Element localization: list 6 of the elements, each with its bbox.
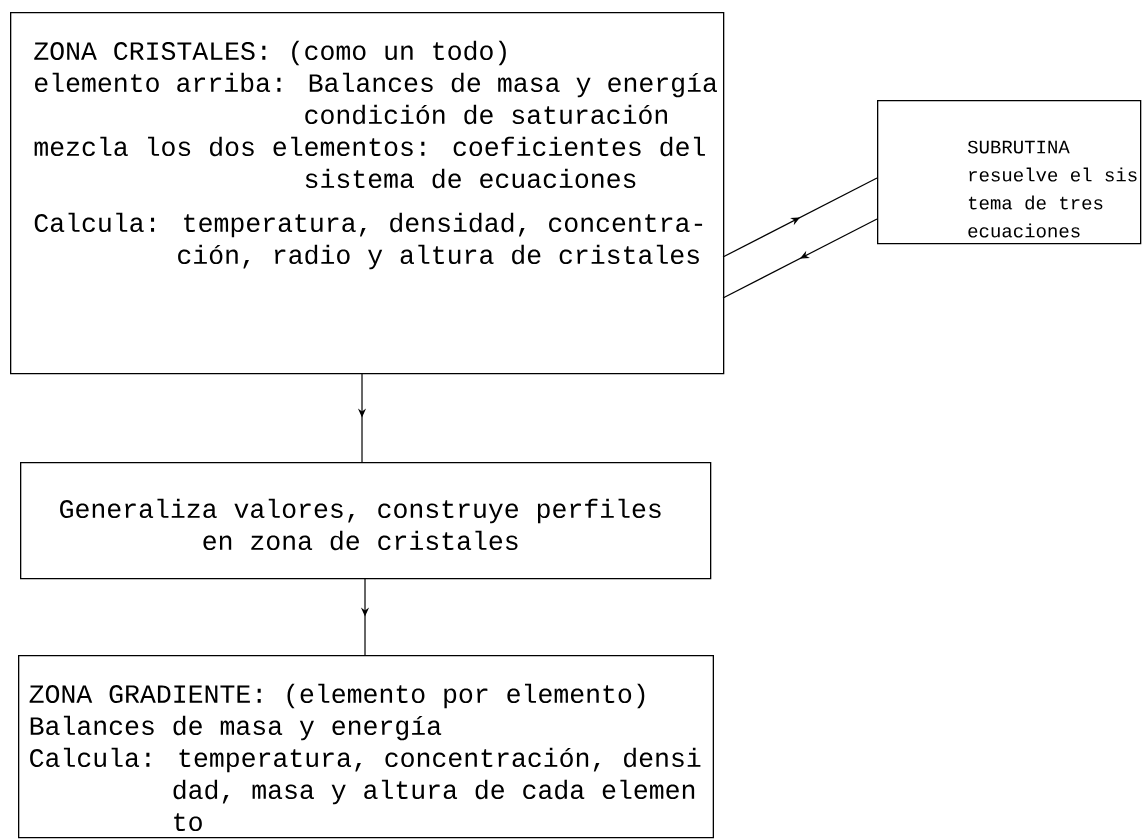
arrow (722, 218, 878, 299)
process-box: ZONA CRISTALES: (como un todo) elemento arriba: Balances de masa y energía condición de saturación mezcla los dos elementos: coeficientes del sistema de ecuaciones Calcula: temperatura, densidad, concentra- ción, radio y altura de cristales (10, 12, 725, 375)
process-box: ZONA GRADIENTE: (elemento por elemento) Balances de masa y energía Calcula: temperatura, concentración, densi dad, masa y altura de cada elemen to (18, 655, 714, 839)
process-box: Generaliza valores, construye perfiles en zona de cristales (20, 462, 712, 580)
arrow (722, 177, 878, 258)
process-box: SUBRUTINA resuelve el sis tema de tres ecuaciones (877, 100, 1142, 245)
